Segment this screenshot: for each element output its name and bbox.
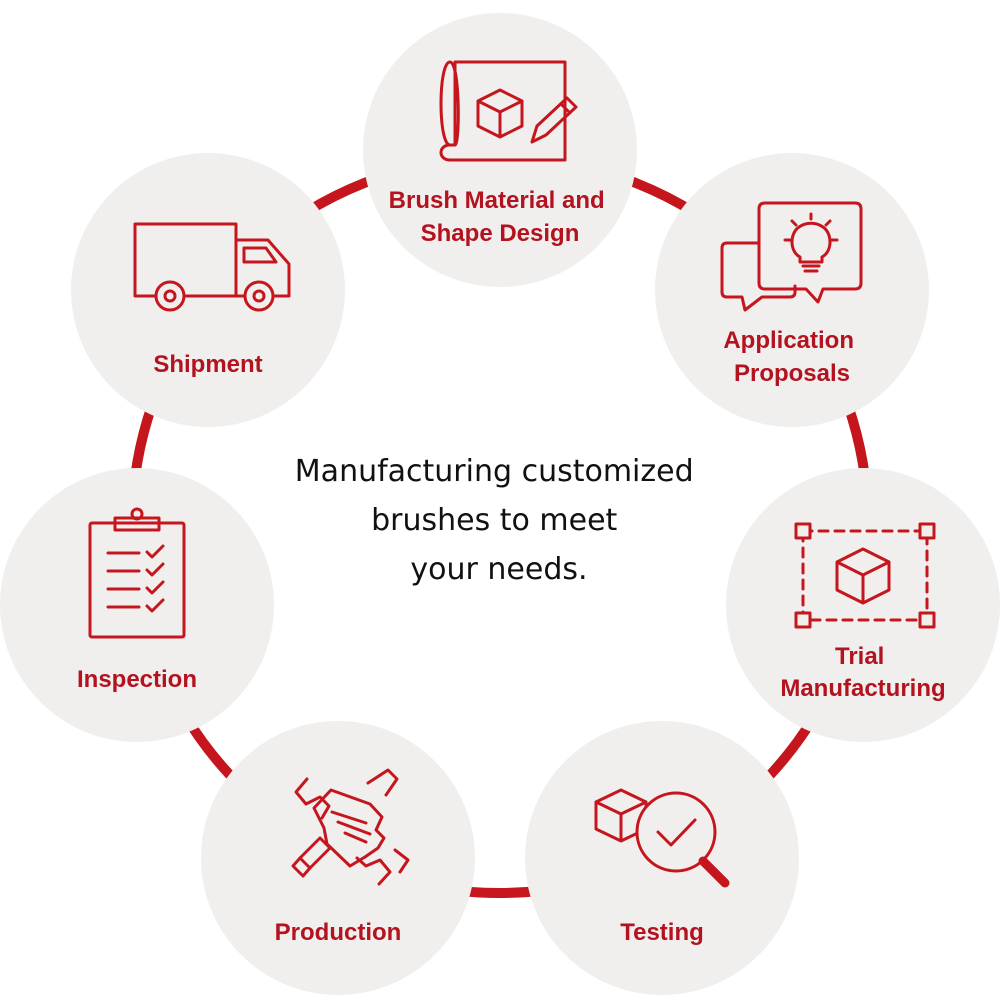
clipboard-checklist-icon	[88, 507, 186, 639]
step-label-line: Manufacturing	[780, 675, 945, 702]
speech-bubbles-lightbulb-icon	[720, 201, 863, 312]
step-trial-manufacturing: Trial Manufacturing	[726, 468, 1000, 742]
delivery-truck-icon	[133, 222, 291, 312]
step-label: Brush Material and Shape Design	[389, 187, 612, 247]
center-statement-line: your needs.	[410, 552, 587, 587]
step-label-line: Production	[275, 919, 402, 946]
step-label-line: Proposals	[734, 360, 850, 387]
step-brush-material-shape-design: Brush Material and Shape Design	[363, 13, 637, 287]
hand-wrench-icon	[291, 768, 410, 886]
step-label-line: Brush Material and	[389, 187, 605, 214]
cube-magnifier-check-icon	[594, 788, 730, 888]
step-label-line: Shape Design	[421, 220, 580, 247]
step-node-background	[0, 468, 274, 742]
step-node-background	[363, 13, 637, 287]
step-node-background	[201, 721, 475, 995]
step-application-proposals: Application Proposals	[655, 153, 929, 427]
center-statement-line: Manufacturing customized	[295, 454, 694, 489]
step-label-line: Testing	[620, 919, 704, 946]
step-label-line: Inspection	[77, 666, 197, 693]
step-label-line: Shipment	[153, 351, 262, 378]
center-statement-line: brushes to meet	[371, 503, 617, 538]
step-label-line: Application	[723, 327, 854, 354]
step-label: Testing	[620, 919, 704, 946]
step-testing: Testing	[525, 721, 799, 995]
step-production: Production	[201, 721, 475, 995]
step-label: Inspection	[77, 666, 197, 693]
step-node-background	[71, 153, 345, 427]
step-label: Application Proposals	[723, 327, 860, 387]
step-label-line: Trial	[835, 643, 884, 670]
step-inspection: Inspection	[0, 468, 274, 742]
step-shipment: Shipment	[71, 153, 345, 427]
step-label: Production	[275, 919, 402, 946]
step-label: Shipment	[153, 351, 262, 378]
step-label: Trial Manufacturing	[780, 643, 945, 702]
dashed-frame-cube-icon	[794, 522, 936, 629]
blueprint-cube-pencil-icon	[439, 60, 578, 162]
center-statement: Manufacturing customized brushes to meet…	[295, 454, 703, 587]
